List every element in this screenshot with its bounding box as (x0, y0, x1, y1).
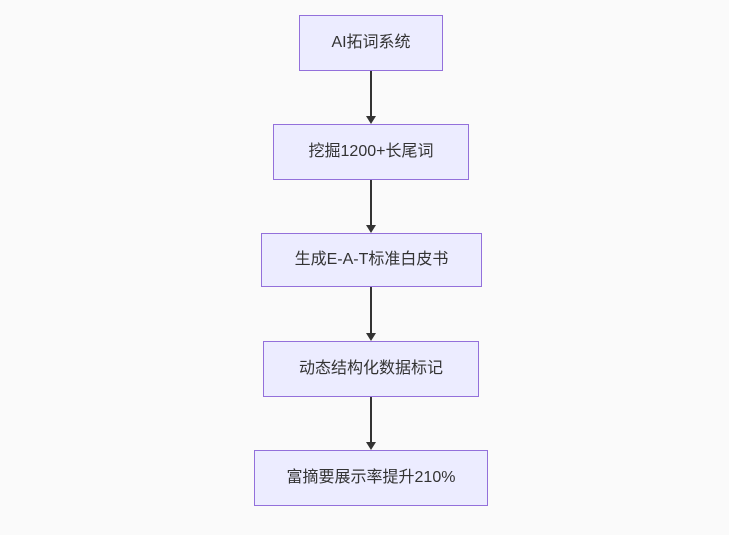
flow-node-eat-whitepaper: 生成E-A-T标准白皮书 (261, 233, 482, 287)
flow-arrow-1 (366, 71, 376, 124)
flow-arrow-2 (366, 180, 376, 233)
arrow-line (370, 71, 372, 117)
flow-node-label: 挖掘1200+长尾词 (308, 143, 434, 161)
flow-node-longtail-mining: 挖掘1200+长尾词 (273, 124, 469, 180)
arrow-line (370, 397, 372, 443)
flow-node-label: AI拓词系统 (331, 34, 411, 52)
arrow-line (370, 287, 372, 334)
flow-arrow-4 (366, 397, 376, 450)
flow-node-label: 动态结构化数据标记 (298, 360, 443, 378)
flow-node-label: 生成E-A-T标准白皮书 (294, 251, 449, 269)
flow-node-ai-keyword-system: AI拓词系统 (299, 15, 443, 71)
arrowhead-icon (366, 116, 376, 124)
flow-node-rich-snippet-result: 富摘要展示率提升210% (254, 450, 488, 506)
flow-node-structured-data-markup: 动态结构化数据标记 (263, 341, 479, 397)
arrow-line (370, 180, 372, 226)
arrowhead-icon (366, 333, 376, 341)
arrowhead-icon (366, 225, 376, 233)
flow-arrow-3 (366, 287, 376, 341)
flow-node-label: 富摘要展示率提升210% (286, 469, 456, 487)
arrowhead-icon (366, 442, 376, 450)
